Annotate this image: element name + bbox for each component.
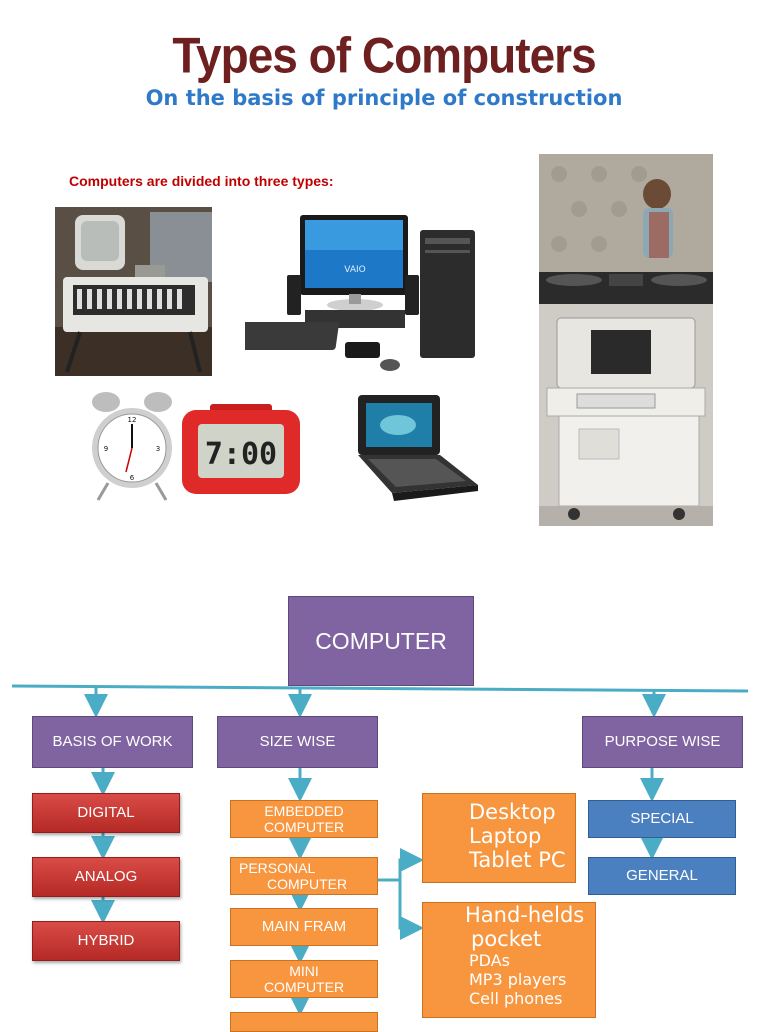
special-node: SPECIAL [588,800,736,838]
page-title: Types of Computers [172,26,596,84]
digital-clock-time: 7:00 [205,437,277,472]
mini-laptop-photo [352,393,480,505]
desktop-pc-photo: VAIO [245,210,495,375]
handheld-phones: Cell phones [469,989,563,1008]
basis-of-work-node: BASIS OF WORK [32,716,193,768]
embedded-line-2: COMPUTER [263,819,345,835]
digital-node: DIGITAL [32,793,180,833]
handhelds-box: Hand-helds pocket PDAs MP3 players Cell … [422,902,596,1018]
dj-turntables-photo [539,154,713,304]
digital-clock-photo: 7:00 [180,402,302,497]
computer-root-node: COMPUTER [288,596,474,686]
personal-line-2: COMPUTER [267,876,348,892]
svg-text:12: 12 [128,416,137,424]
medical-computer-photo [539,304,713,526]
analog-node: ANALOG [32,857,180,897]
size-wise-node: SIZE WISE [217,716,378,768]
vaio-logo: VAIO [344,265,365,275]
purpose-wise-node: PURPOSE WISE [582,716,743,768]
general-node: GENERAL [588,857,736,895]
svg-text:6: 6 [130,474,135,482]
mini-computer-node: MINI COMPUTER [230,960,378,998]
personal-line-1: PERSONAL [239,859,316,876]
analog-alarm-clock-photo: 12 3 6 9 [88,388,176,503]
early-computer-photo [55,207,212,376]
pc-type-desktop: Desktop [469,800,556,824]
svg-text:9: 9 [104,445,108,453]
handheld-pdas: PDAs [469,951,510,970]
pc-type-laptop: Laptop [469,824,542,848]
handheld-mp3: MP3 players [469,970,567,989]
svg-text:3: 3 [156,445,160,453]
personal-computer-node: PERSONAL COMPUTER [230,857,378,895]
handhelds-subtitle: pocket [471,927,542,951]
page-subtitle: On the basis of principle of constructio… [145,86,623,110]
next-size-node [230,1012,378,1032]
mini-line-1: MINI [289,962,319,979]
pc-type-tablet: Tablet PC [469,848,566,872]
pc-types-box: Desktop Laptop Tablet PC [422,793,576,883]
embedded-computer-node: EMBEDDED COMPUTER [230,800,378,838]
hybrid-node: HYBRID [32,921,180,961]
main-fram-node: MAIN FRAM [230,908,378,946]
embedded-line-1: EMBEDDED [264,802,344,819]
handhelds-title: Hand-helds [465,903,585,927]
mini-line-2: COMPUTER [263,979,345,995]
intro-text: Computers are divided into three types: [69,173,334,189]
